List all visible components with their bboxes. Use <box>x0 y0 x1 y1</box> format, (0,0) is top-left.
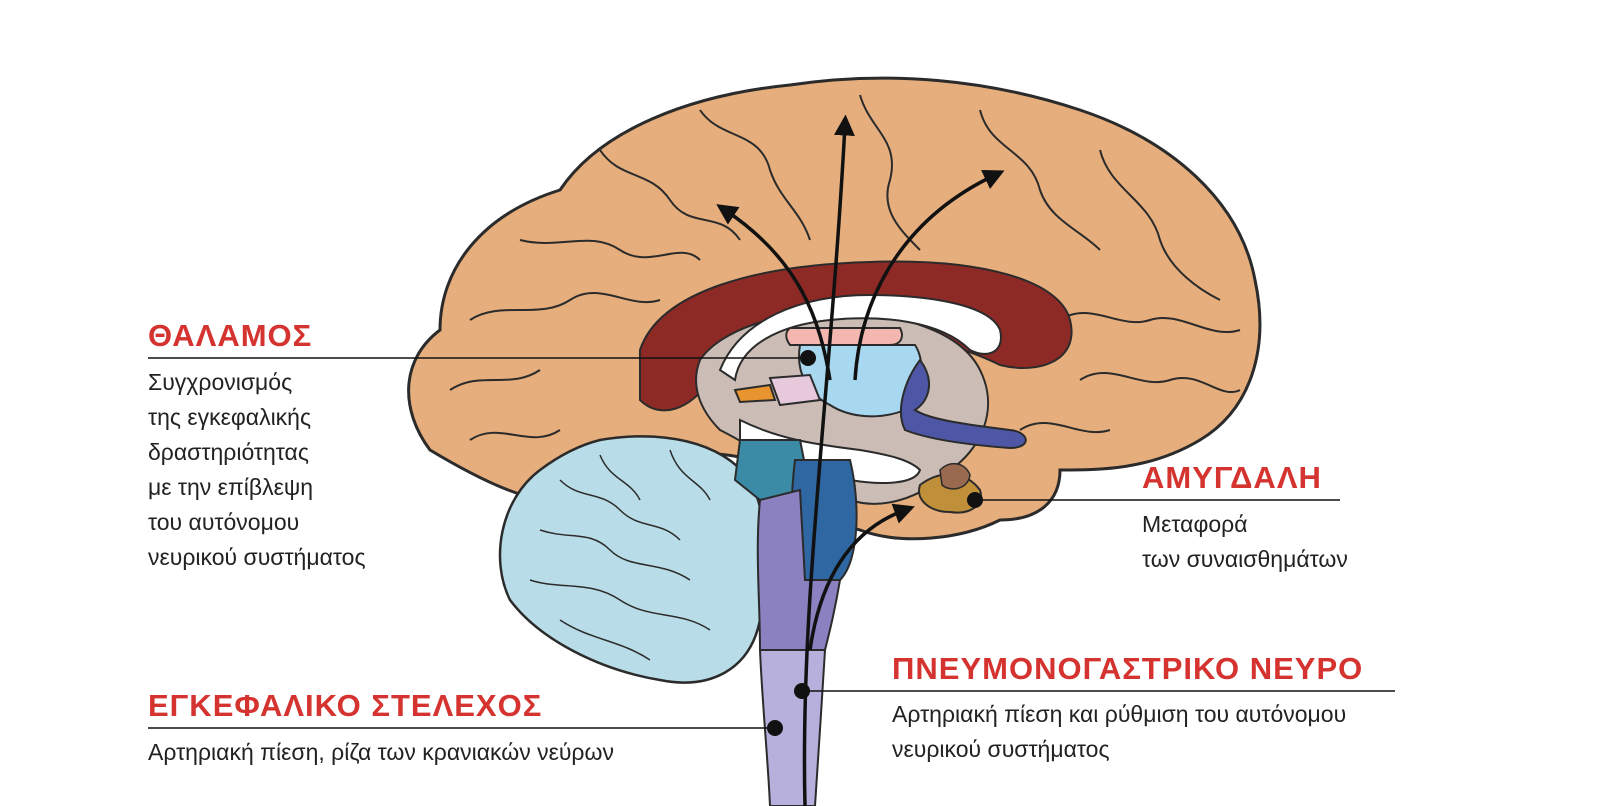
amygdala-inner <box>940 464 970 489</box>
mauve-structure <box>770 375 820 405</box>
vagus-nerve-title: ΠΝΕΥΜΟΝΟΓΑΣΤΡΙΚΟ ΝΕΥΡΟ <box>892 651 1363 687</box>
thalamus-description: Συγχρονισμός της εγκεφαλικής δραστηριότη… <box>148 365 366 575</box>
dot-thalamus <box>800 350 816 366</box>
brainstem-description: Αρτηριακή πίεση, ρίζα των κρανιακών νεύρ… <box>148 735 614 770</box>
amygdala-title: ΑΜΥΓΔΑΛΗ <box>1142 460 1322 496</box>
pink-structure <box>786 328 902 345</box>
dot-brainstem <box>767 720 783 736</box>
amygdala-description: Μεταφορά των συναισθημάτων <box>1142 507 1348 577</box>
brainstem-title: ΕΓΚΕΦΑΛΙΚΟ ΣΤΕΛΕΧΟΣ <box>148 688 542 724</box>
cerebellum <box>500 436 767 682</box>
dot-amygdala <box>967 492 983 508</box>
vagus-nerve-description: Αρτηριακή πίεση και ρύθμιση του αυτόνομο… <box>892 697 1346 767</box>
dot-vagus <box>794 683 810 699</box>
thalamus-title: ΘΑΛΑΜΟΣ <box>148 318 312 354</box>
